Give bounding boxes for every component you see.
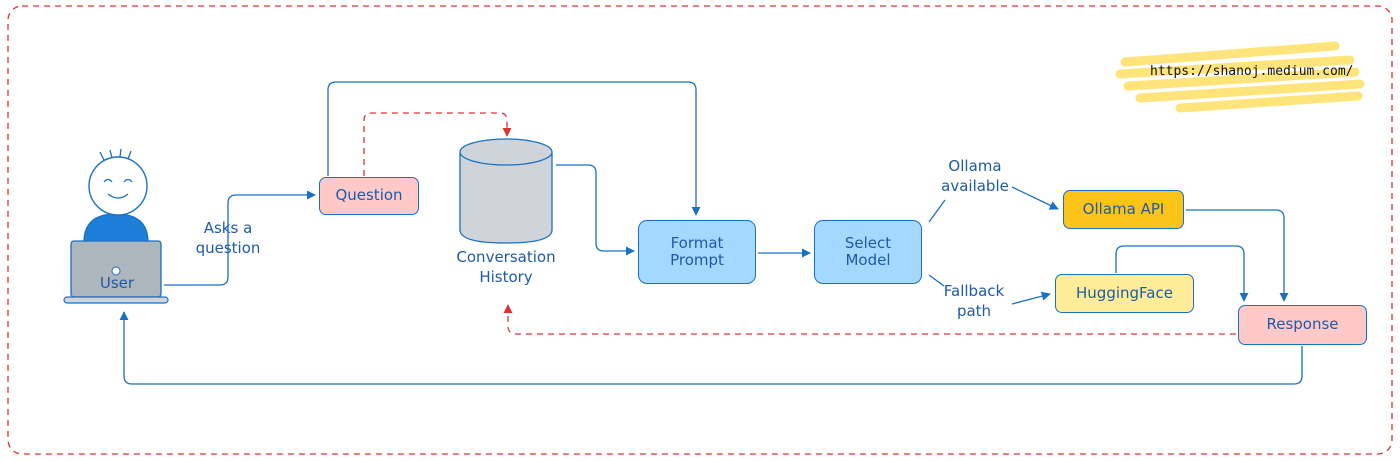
edge-response-to-user [119,311,1303,385]
edge-select-to-fallback-label [928,274,945,287]
node-huggingface[interactable]: HuggingFace [1055,274,1194,313]
node-ollama-api[interactable]: Ollama API [1063,190,1184,229]
laptop-logo [111,266,121,276]
edge-ollama-to-response [1186,209,1289,302]
user-head [88,156,148,216]
node-select-model[interactable]: Select Model [814,220,922,284]
outer-frame [7,5,1393,455]
edge-fallback-label-to-hf [1011,291,1051,305]
edge-ollama-label-to-api [1011,186,1059,210]
edge-question-to-format [327,81,701,216]
node-response[interactable]: Response [1238,305,1367,345]
node-question[interactable]: Question [319,177,419,215]
user-body [83,213,149,243]
edge-label-asks: Asks a question [195,219,261,257]
history-label: Conversation History [456,248,556,286]
edge-select-to-ollama-label [928,199,946,223]
edge-user-to-question [164,190,316,286]
laptop-base [63,296,169,304]
user-figure [63,148,169,304]
history-cylinder [459,138,553,244]
edge-response-to-history [503,304,1236,335]
watermark-url: https://shanoj.medium.com/ [1150,64,1354,79]
node-format-prompt[interactable]: Format Prompt [638,220,756,284]
edge-hf-to-response [1115,245,1249,302]
edge-question-to-history [363,112,512,176]
edge-history-to-format [556,164,635,256]
edge-label-fallback: Fallback path [943,282,1005,320]
watermark-highlight [1115,41,1365,113]
user-label: User [99,274,135,292]
edge-label-ollama-available: Ollama available [941,157,1009,195]
